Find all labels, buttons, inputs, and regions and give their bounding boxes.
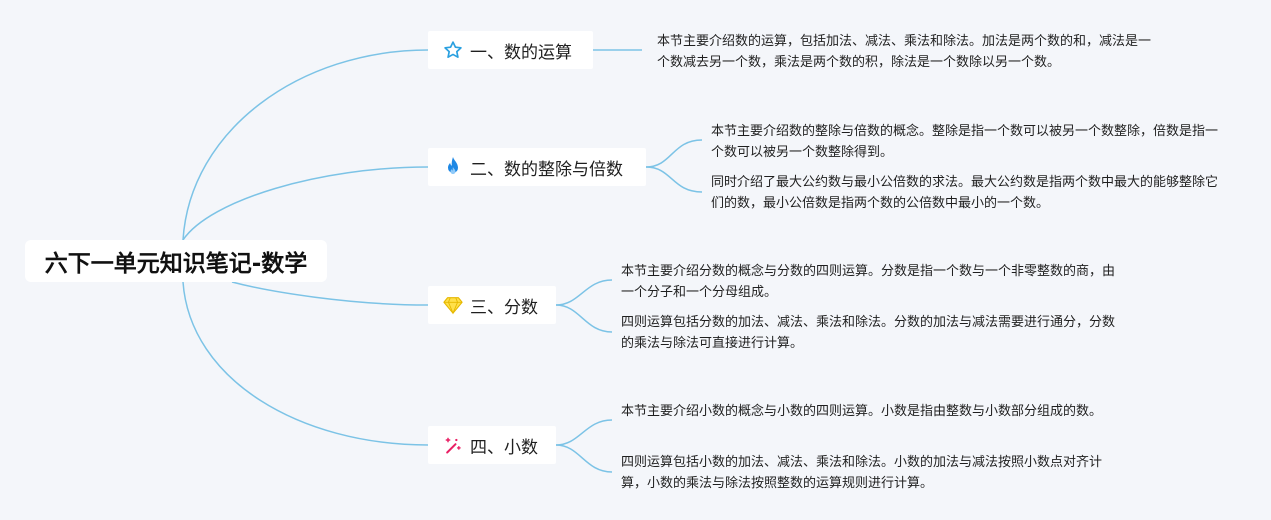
branch-4-note-2[interactable]: 四则运算包括小数的加法、减法、乘法和除法。小数的加法与减法按照小数点对齐计算，小… [621, 452, 1121, 494]
connector-branch-3-note-2 [555, 304, 613, 333]
branch-1-note-1-text: 本节主要介绍数的运算，包括加法、减法、乘法和除法。加法是两个数的和，减法是一个数… [657, 34, 1152, 70]
branch-topic-1[interactable]: 一、数的运算 [428, 31, 593, 69]
branch-2-note-1-text: 本节主要介绍数的整除与倍数的概念。整除是指一个数可以被另一个数整除，倍数是指一个… [711, 124, 1219, 160]
root-topic[interactable]: 六下一单元知识笔记-数学 [25, 240, 327, 282]
branch-2-note-1[interactable]: 本节主要介绍数的整除与倍数的概念。整除是指一个数可以被另一个数整除，倍数是指一个… [711, 121, 1221, 163]
branch-1-note-1[interactable]: 本节主要介绍数的运算，包括加法、减法、乘法和除法。加法是两个数的和，减法是一个数… [657, 31, 1157, 73]
branch-topic-2-label: 二、数的整除与倍数 [470, 159, 623, 180]
branch-topic-4[interactable]: 四、小数 [428, 426, 556, 464]
branch-topic-3[interactable]: 三、分数 [428, 286, 556, 324]
branch-4-note-1-text: 本节主要介绍小数的概念与小数的四则运算。小数是指由整数与小数部分组成的数。 [621, 404, 1103, 419]
flame-icon [442, 156, 464, 178]
branch-3-note-1-text: 本节主要介绍分数的概念与分数的四则运算。分数是指一个数与一个非零整数的商，由一个… [621, 264, 1116, 300]
branch-topic-3-label: 三、分数 [470, 297, 538, 318]
connector-branch-3-note-1 [555, 279, 613, 306]
connector-root-branch-2 [182, 166, 429, 241]
branch-topic-1-label: 一、数的运算 [470, 42, 572, 63]
connector-root-branch-4 [182, 281, 429, 446]
branch-3-note-2[interactable]: 四则运算包括分数的加法、减法、乘法和除法。分数的加法与减法需要进行通分，分数的乘… [621, 312, 1121, 354]
branch-3-note-1[interactable]: 本节主要介绍分数的概念与分数的四则运算。分数是指一个数与一个非零整数的商，由一个… [621, 261, 1121, 303]
connector-branch-4-note-1 [555, 419, 613, 446]
connector-root-branch-3 [231, 281, 429, 306]
branch-2-note-2-text: 同时介绍了最大公约数与最小公倍数的求法。最大公约数是指两个数中最大的能够整除它们… [711, 175, 1219, 211]
connector-branch-2-note-2 [645, 166, 703, 193]
branch-4-note-2-text: 四则运算包括小数的加法、减法、乘法和除法。小数的加法与减法按照小数点对齐计算，小… [621, 455, 1103, 491]
branch-topic-2[interactable]: 二、数的整除与倍数 [428, 148, 646, 186]
branch-4-note-1[interactable]: 本节主要介绍小数的概念与小数的四则运算。小数是指由整数与小数部分组成的数。 [621, 401, 1121, 422]
branch-2-note-2[interactable]: 同时介绍了最大公约数与最小公倍数的求法。最大公约数是指两个数中最大的能够整除它们… [711, 172, 1221, 214]
connector-branch-4-note-2 [555, 444, 613, 473]
star-icon [442, 39, 464, 61]
branch-3-note-2-text: 四则运算包括分数的加法、减法、乘法和除法。分数的加法与减法需要进行通分，分数的乘… [621, 315, 1116, 351]
magic-wand-icon [442, 434, 464, 456]
root-topic-title: 六下一单元知识笔记-数学 [44, 251, 308, 277]
branch-topic-4-label: 四、小数 [470, 437, 538, 458]
diamond-icon [442, 294, 464, 316]
connector-root-branch-1 [182, 49, 429, 241]
connector-branch-2-note-1 [645, 139, 703, 168]
